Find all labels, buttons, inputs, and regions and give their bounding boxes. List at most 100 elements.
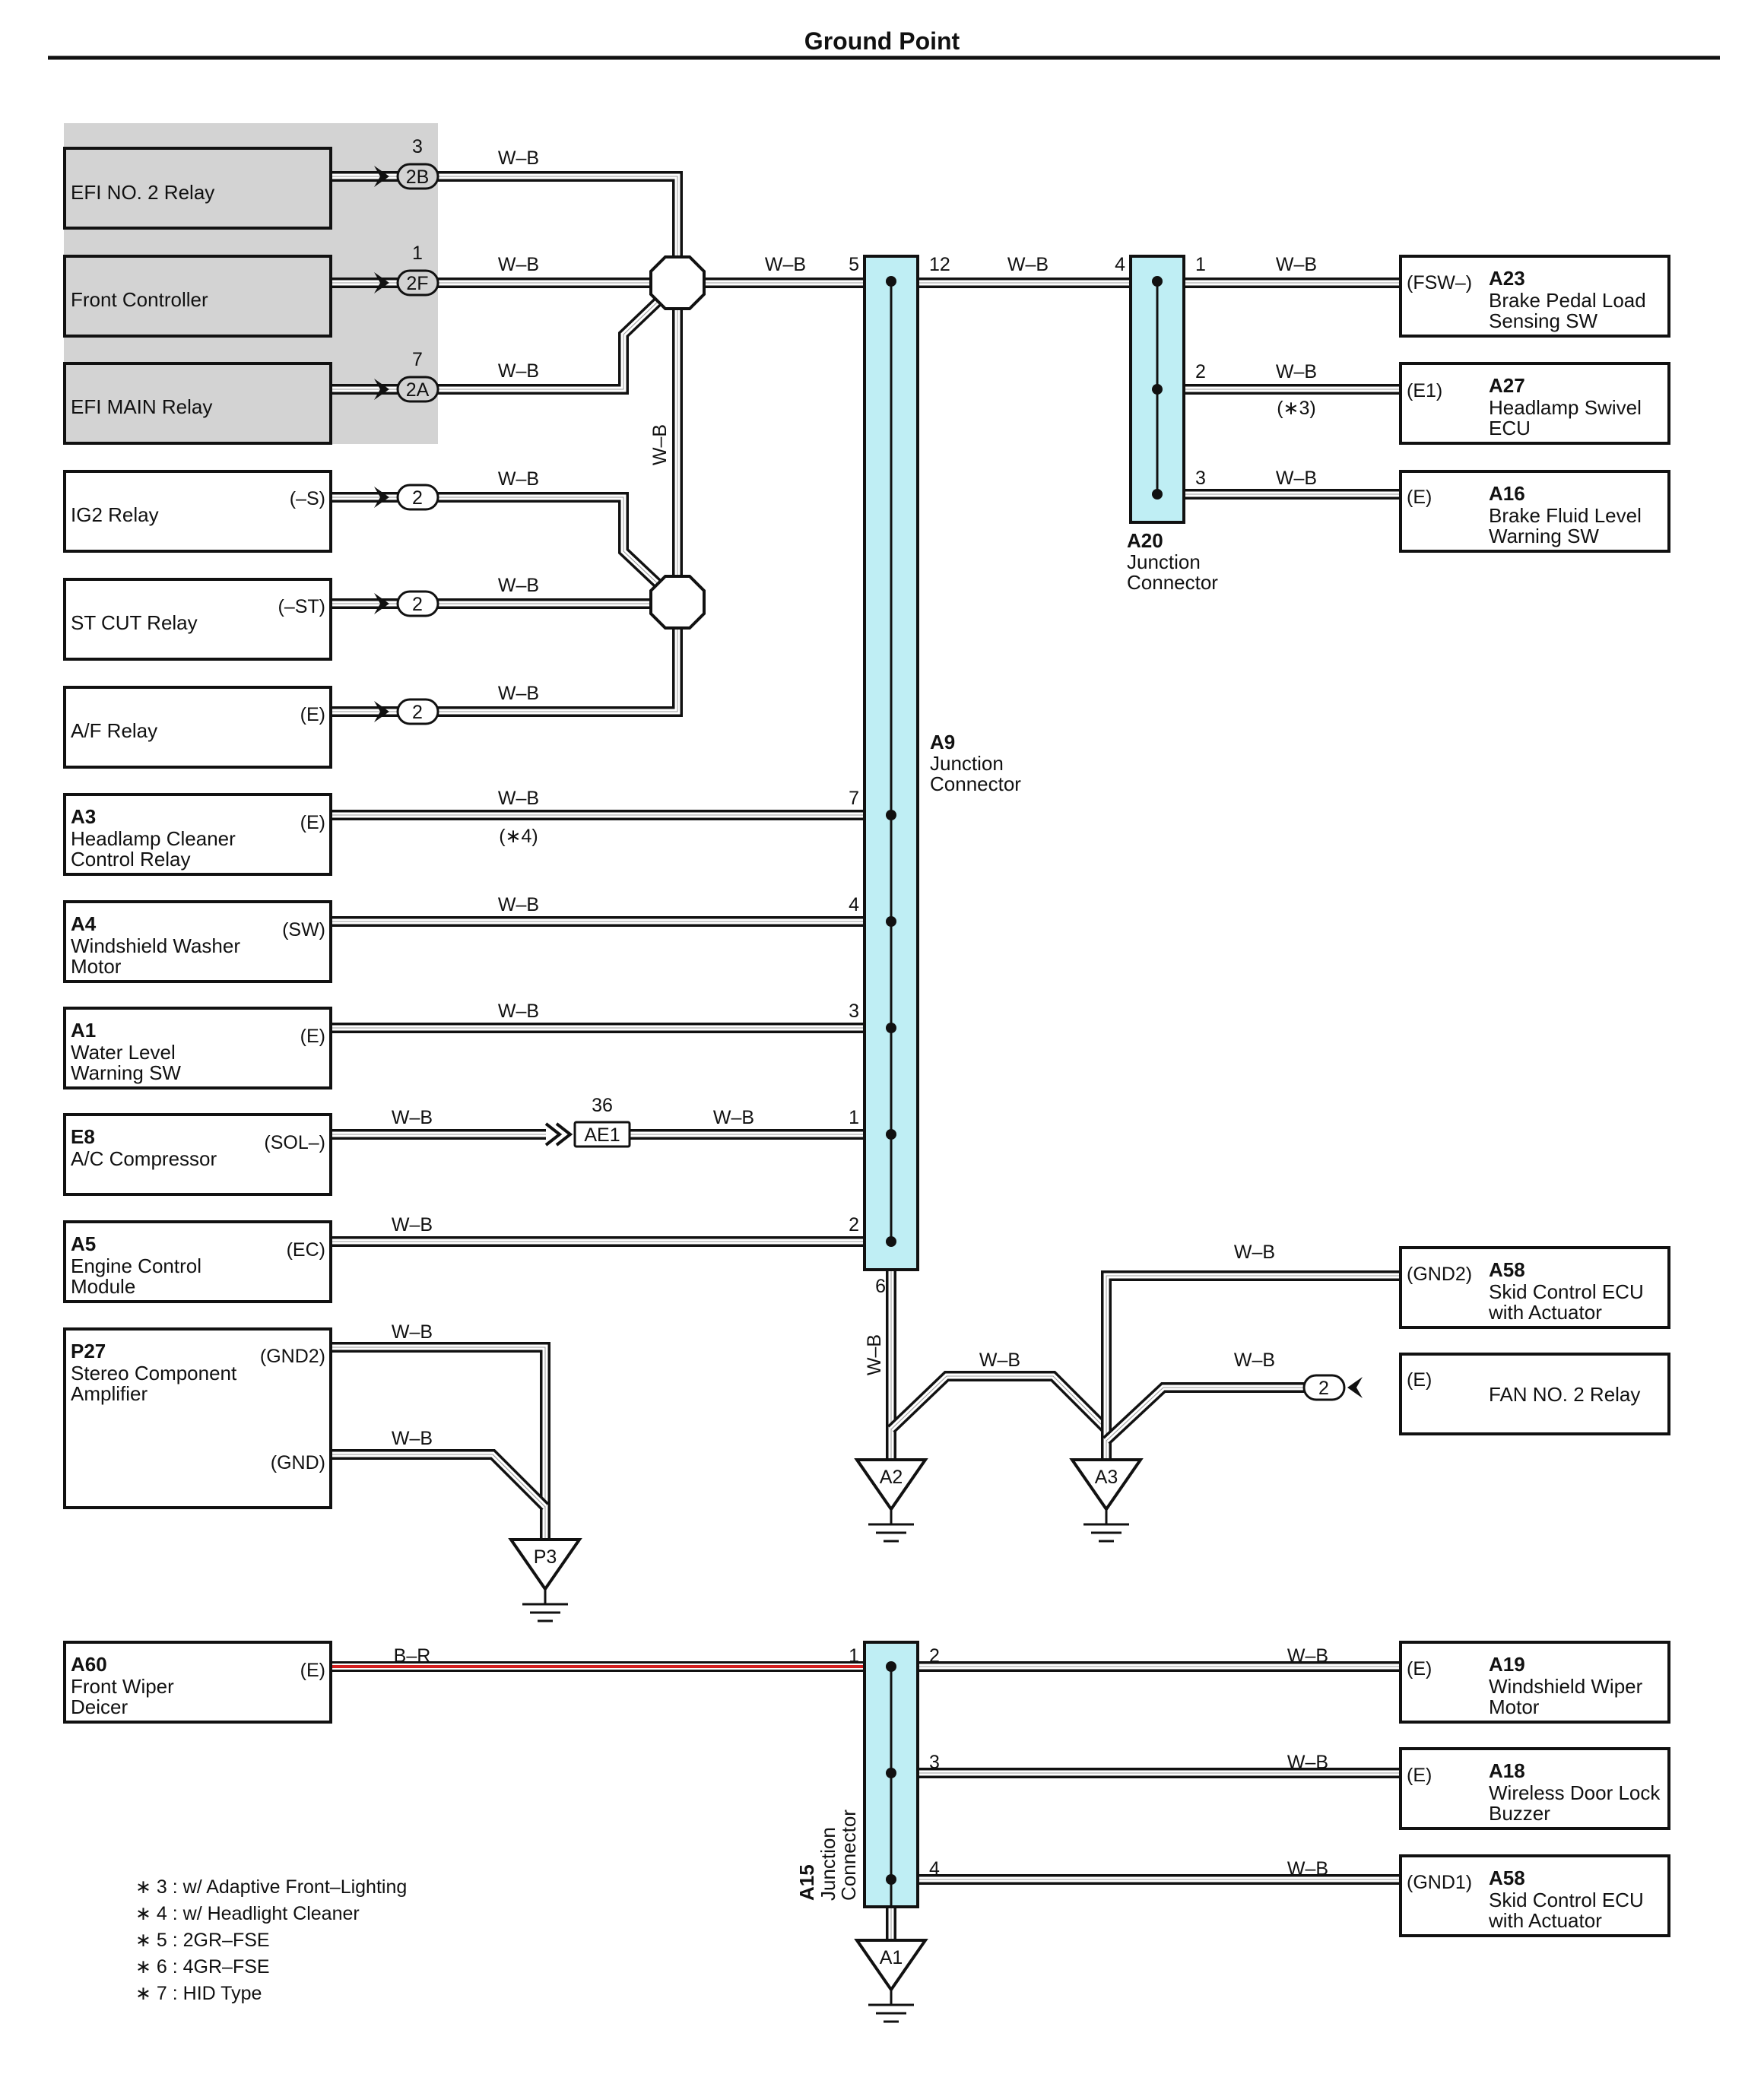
connector-arrow (374, 379, 389, 400)
wire-segment (438, 278, 681, 395)
footnote: ∗ 5 : 2GR–FSE (135, 1930, 270, 1951)
wire-label: W–B (498, 147, 539, 169)
component-box-e8 (63, 1113, 332, 1196)
connector-2b (396, 163, 439, 190)
splice-point-lower (649, 575, 706, 630)
component-name: ST CUT Relay (71, 611, 198, 634)
wire-segment (331, 1344, 548, 1540)
component-name: FAN NO. 2 Relay (1489, 1383, 1640, 1406)
junction-line2: Connector (837, 1809, 860, 1901)
junction-dot (1152, 489, 1163, 500)
connector-2-st-cut (396, 590, 439, 617)
junction-pin: 12 (929, 254, 950, 275)
wire-labels: W–B W–B W–B W–B W–B W–B W–B W–B W–B W–B … (392, 147, 1328, 1879)
connector-arrow (374, 272, 389, 293)
wire-segment (1104, 1384, 1304, 1443)
pin-label: (GND1) (1407, 1872, 1472, 1893)
component-code: A16 (1489, 482, 1525, 505)
component-line1: Brake Fluid Level (1489, 504, 1642, 527)
component-box-a1 (63, 1007, 332, 1089)
connector-2-fan (1302, 1374, 1346, 1401)
component-code: A23 (1489, 267, 1525, 290)
connector-2a (396, 376, 439, 403)
connector-arrow (374, 701, 389, 722)
component-code: A18 (1489, 1759, 1525, 1782)
pin-label: (GND2) (260, 1346, 325, 1367)
pin-label: (E) (1407, 1765, 1432, 1786)
connector-2f (396, 269, 439, 297)
pin-label: (E) (300, 1660, 325, 1681)
component-box-a27 (1399, 362, 1670, 445)
junction-dot (1152, 384, 1163, 395)
component-code: A1 (71, 1019, 96, 1042)
component-line2: Warning SW (71, 1061, 181, 1084)
wire-label: W–B (1276, 468, 1317, 489)
junction-line2: Connector (1127, 571, 1218, 594)
wire-label: W–B (498, 360, 539, 382)
component-box-a19 (1399, 1641, 1670, 1724)
component-line2: Amplifier (71, 1382, 148, 1405)
connector-pin: 3 (412, 136, 423, 157)
junction-pin: 3 (849, 1001, 859, 1022)
pin-label: (E1) (1407, 380, 1442, 401)
pin-label: (EC) (287, 1239, 325, 1261)
wire-label: W–B (1276, 361, 1317, 382)
connector-label: 2B (406, 167, 430, 188)
pin-label: (E) (300, 812, 325, 833)
junction-pin: 3 (1195, 468, 1206, 489)
wire-segment (331, 1346, 546, 1540)
pin-label: (E) (1407, 1658, 1432, 1679)
diagram-title: Ground Point (804, 27, 960, 55)
junction-line1: Junction (817, 1827, 839, 1901)
component-box-fan2 (1399, 1353, 1670, 1435)
connector-label: 2 (412, 594, 423, 615)
footnote: ∗ 3 : w/ Adaptive Front–Lighting (135, 1876, 407, 1898)
component-box-a58-gnd1 (1399, 1854, 1670, 1937)
component-code: A19 (1489, 1653, 1525, 1676)
wire-segment (438, 602, 683, 717)
component-line2: with Actuator (1488, 1301, 1602, 1324)
component-line2: Motor (1489, 1695, 1540, 1718)
junction-dot (886, 810, 896, 820)
wire-segment (890, 1375, 1107, 1430)
junction-code: A20 (1127, 529, 1163, 552)
component-code: A5 (71, 1232, 96, 1255)
wire-label: W–B (979, 1350, 1020, 1371)
component-box-a16 (1399, 470, 1670, 553)
component-line2: with Actuator (1488, 1909, 1602, 1932)
wire-segment (438, 602, 678, 712)
component-box-ig2 (63, 470, 332, 553)
footnotes: ∗ 3 : w/ Adaptive Front–Lighting ∗ 4 : w… (135, 1876, 407, 2004)
junction-pin: 1 (849, 1645, 859, 1667)
splice-point-upper (649, 255, 706, 310)
wire-label: W–B (392, 1107, 433, 1128)
junction-line2: Connector (930, 772, 1021, 795)
wire-segment (438, 602, 681, 715)
component-line1: Engine Control (71, 1254, 201, 1277)
ground-symbols: A2 A3 P3 A1 (508, 1458, 1144, 2023)
component-code: A58 (1489, 1867, 1525, 1889)
wire-label: W–B (498, 254, 539, 275)
component-code: A3 (71, 805, 96, 828)
component-line2: Sensing SW (1489, 309, 1598, 332)
component-code: A4 (71, 912, 97, 935)
wire-label: W–B (392, 1214, 433, 1235)
connector-pin: 1 (412, 243, 423, 264)
junction-dot (886, 1236, 896, 1247)
component-box-a23 (1399, 255, 1670, 338)
junction-dot (886, 916, 896, 927)
junction-pin: 1 (849, 1107, 859, 1128)
junction-pin: 2 (849, 1214, 859, 1235)
wire-label: W–B (1007, 254, 1049, 275)
connector-label: 2 (1318, 1378, 1329, 1399)
component-line1: Brake Pedal Load (1489, 289, 1646, 312)
pin-label: (GND) (271, 1452, 325, 1473)
wire-segment (438, 176, 678, 283)
component-line2: Control Relay (71, 848, 191, 871)
connector-ae1 (573, 1121, 631, 1148)
connector-2-ig2 (396, 484, 439, 511)
component-line2: Warning SW (1489, 525, 1599, 547)
connector-label: 2 (412, 487, 423, 509)
component-box-a18 (1399, 1747, 1670, 1830)
